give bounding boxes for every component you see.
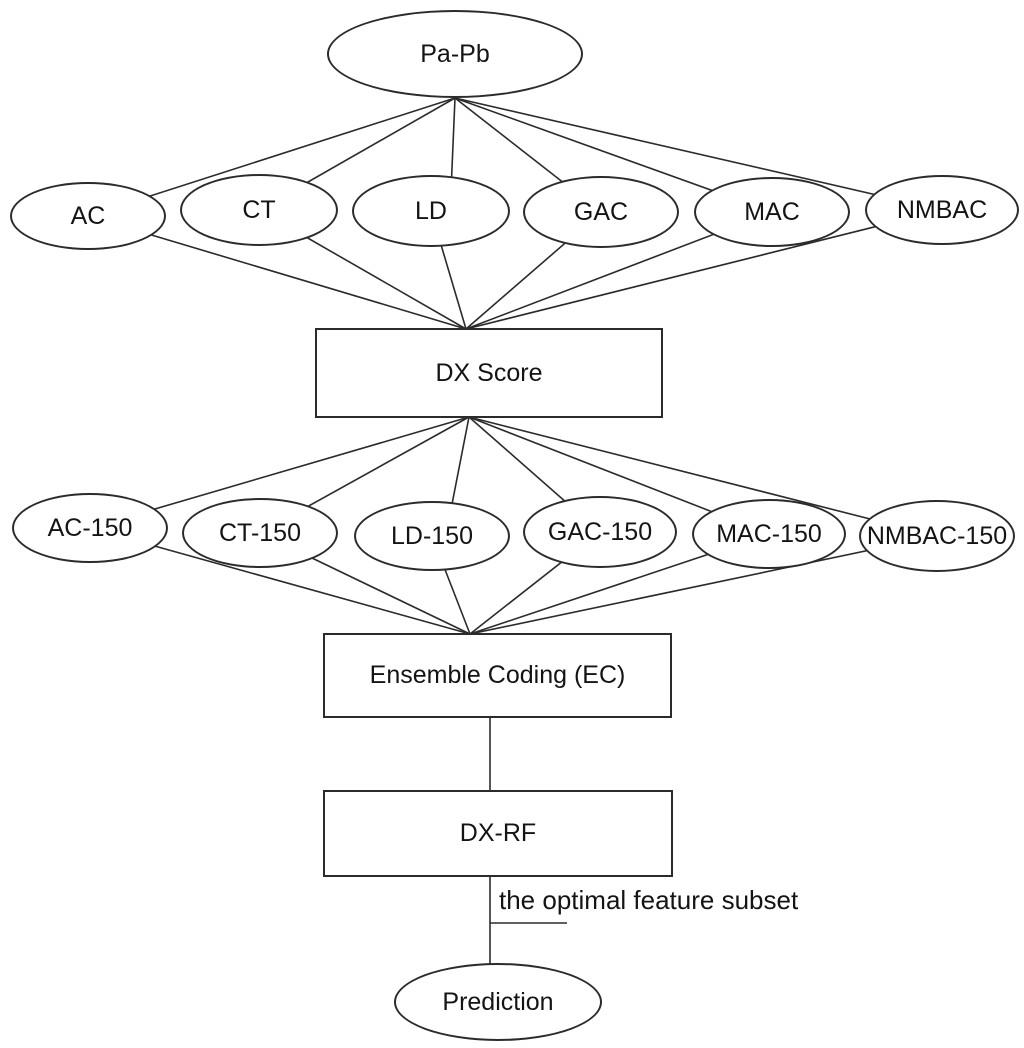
node-gac: GAC (523, 176, 679, 248)
node-pa-pb-label: Pa-Pb (420, 39, 490, 68)
node-ct-label: CT (242, 195, 276, 224)
node-mac-150-label: MAC-150 (716, 519, 822, 548)
optimal-feature-subset-label: the optimal feature subset (499, 885, 799, 915)
node-nmbac: NMBAC (865, 175, 1019, 245)
node-ld-150: LD-150 (354, 501, 510, 571)
node-mac: MAC (694, 177, 850, 247)
node-prediction-label: Prediction (442, 987, 554, 1016)
node-prediction: Prediction (394, 963, 602, 1041)
node-ct-150-label: CT-150 (219, 518, 301, 547)
node-ensemble-coding-label: Ensemble Coding (EC) (369, 661, 626, 689)
node-dx-rf-label: DX-RF (459, 819, 537, 847)
node-ld: LD (352, 175, 510, 247)
node-dx-rf: DX-RF (323, 790, 673, 877)
node-ct: CT (180, 174, 338, 246)
node-ld-label: LD (415, 196, 447, 225)
node-gac-label: GAC (573, 197, 629, 226)
node-nmbac-150: NMBAC-150 (859, 500, 1015, 572)
node-ensemble-coding: Ensemble Coding (EC) (323, 633, 672, 718)
node-ac-label: AC (70, 201, 106, 230)
node-ac: AC (10, 182, 166, 250)
connector-line-17 (468, 416, 938, 537)
node-dx-score: DX Score (315, 328, 663, 418)
node-nmbac-150-label: NMBAC-150 (866, 521, 1008, 550)
node-ac-150: AC-150 (12, 493, 168, 563)
node-gac-150-label: GAC-150 (547, 517, 653, 546)
node-mac-150: MAC-150 (692, 499, 846, 569)
node-pa-pb: Pa-Pb (327, 10, 583, 98)
node-nmbac-label: NMBAC (896, 195, 988, 224)
node-ac-150-label: AC-150 (47, 513, 133, 542)
node-gac-150: GAC-150 (523, 496, 677, 568)
node-ld-150-label: LD-150 (391, 521, 473, 550)
node-mac-label: MAC (744, 197, 800, 226)
node-ct-150: CT-150 (182, 498, 338, 568)
connector-line-23 (469, 535, 938, 635)
connector-line-5 (454, 97, 943, 211)
node-dx-score-label: DX Score (435, 358, 543, 387)
connector-line-11 (465, 209, 943, 330)
